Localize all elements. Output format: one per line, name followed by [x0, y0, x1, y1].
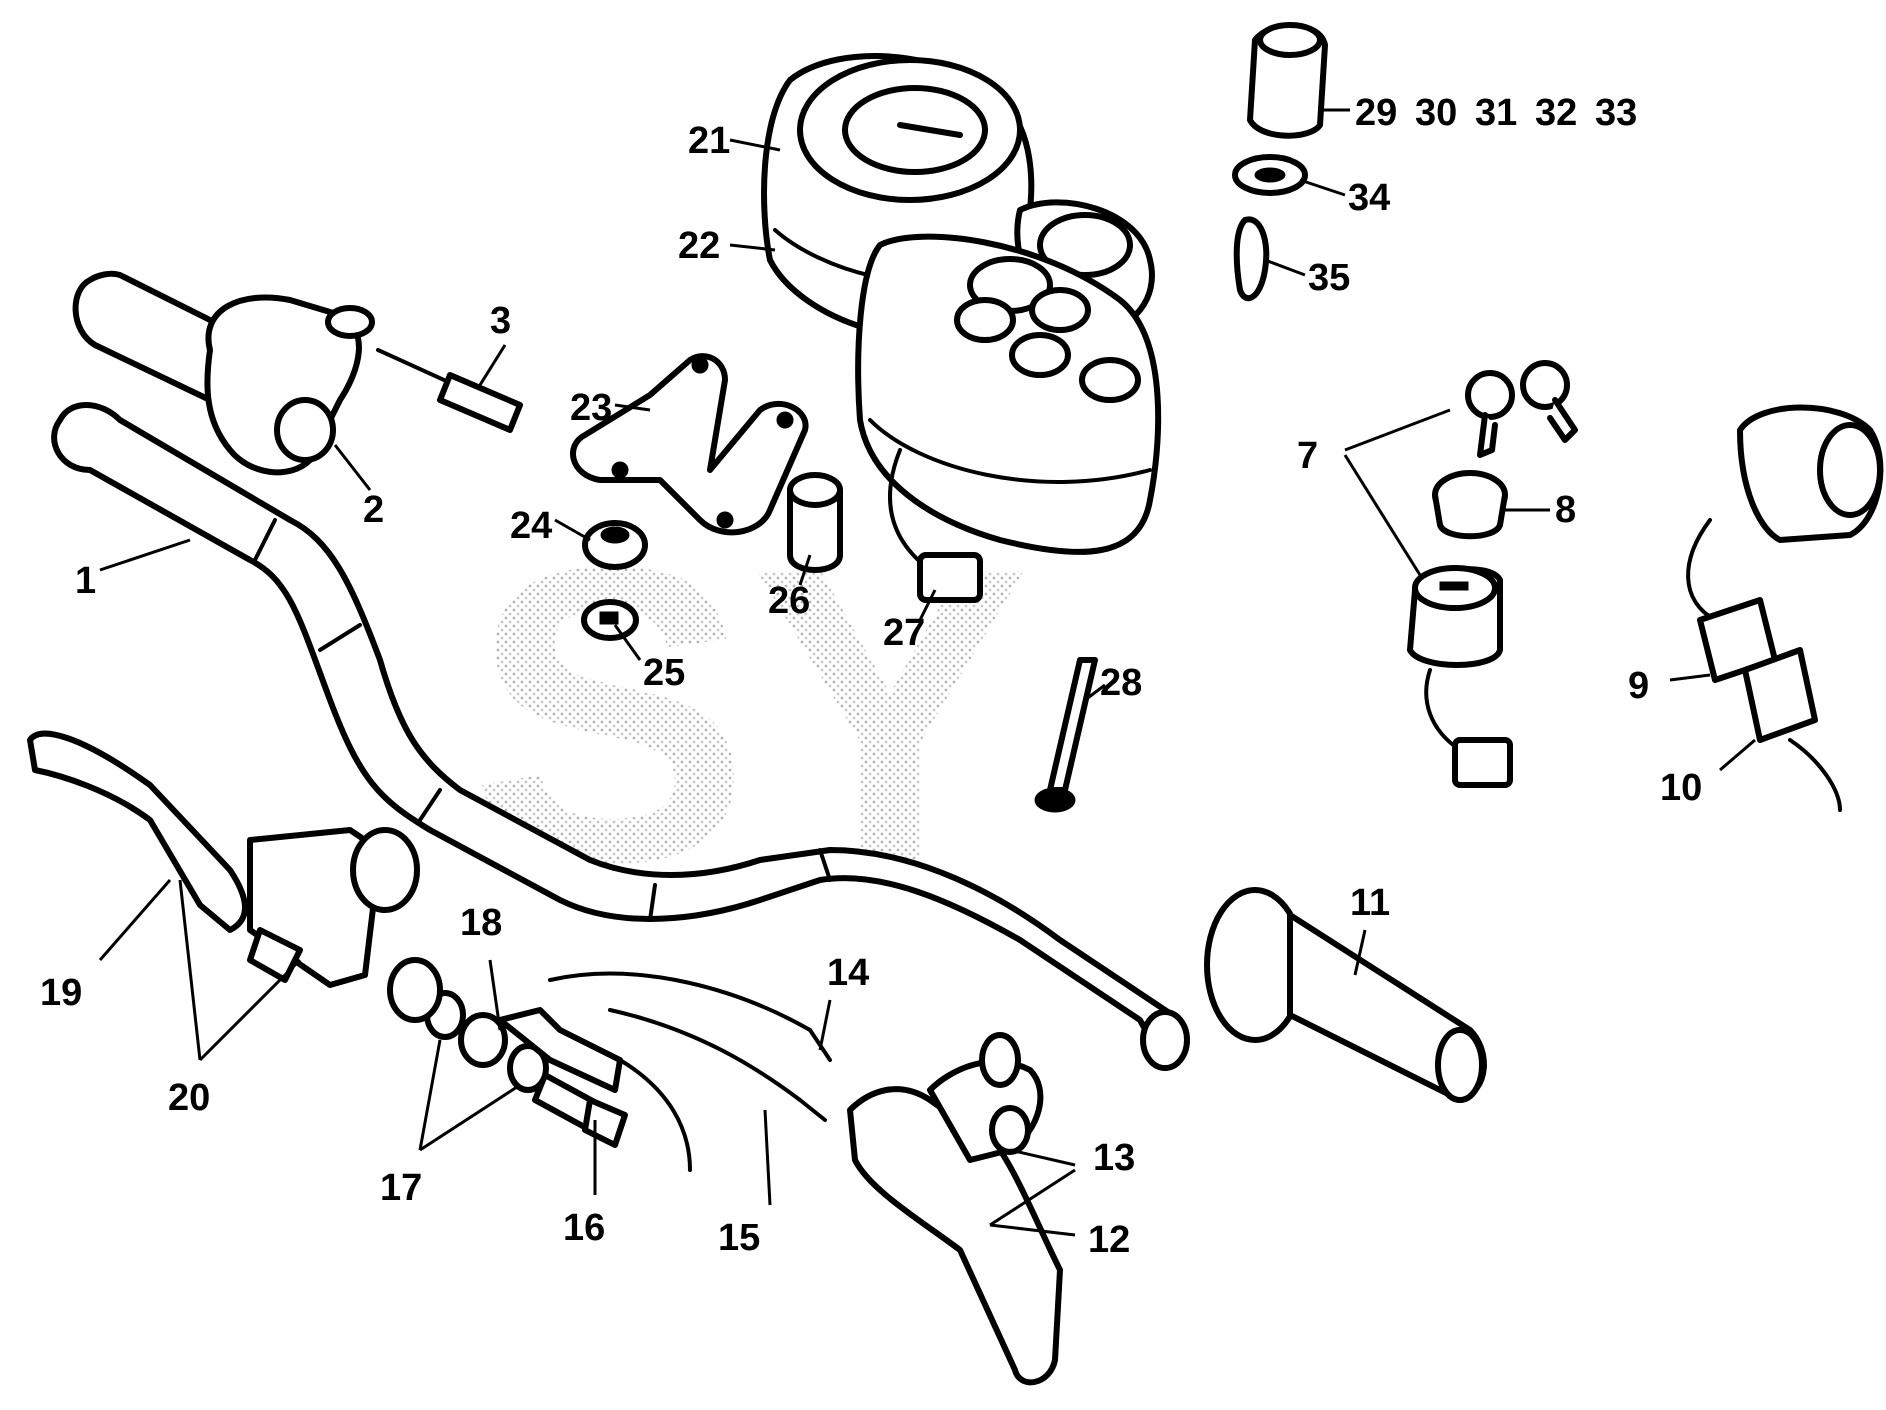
callout-19: 19: [40, 972, 82, 1014]
gasket-ring-part: [1232, 154, 1308, 196]
throttle-cable: [376, 348, 523, 433]
cable-15: [608, 1008, 827, 1122]
nut-part: [581, 599, 639, 641]
callout-labels: 1 2 3 7 8 9 10 11 12 13 14 15 16 17 18 1…: [40, 92, 1702, 1261]
callout-20: 20: [168, 1077, 210, 1119]
master-cylinder: [247, 827, 443, 1023]
callout-13: 13: [1093, 1137, 1135, 1179]
callout-34: 34: [1348, 177, 1390, 219]
screw-part: [1034, 657, 1098, 813]
banjo-bolt: [532, 1072, 628, 1148]
callout-35: 35: [1308, 257, 1350, 299]
ignition-key-1: [1465, 370, 1515, 458]
callout-15: 15: [718, 1217, 760, 1259]
sealing-washers: [424, 990, 549, 1093]
right-grip: [1204, 887, 1487, 1103]
front-brake-lever: [27, 730, 248, 933]
right-switch-housing: [1686, 404, 1884, 812]
grommet-part: [582, 520, 648, 570]
callout-26: 26: [768, 580, 810, 622]
callout-33: 33: [1595, 92, 1637, 134]
callout-10: 10: [1660, 767, 1702, 809]
throttle-assembly: [72, 270, 375, 476]
callout-2: 2: [363, 489, 384, 531]
instrument-bracket: [570, 353, 809, 536]
clip-part: [1233, 216, 1270, 302]
callout-3: 3: [490, 300, 511, 342]
callout-24: 24: [510, 505, 552, 547]
callout-23: 23: [570, 387, 612, 429]
callout-17: 17: [380, 1167, 422, 1209]
callout-21: 21: [688, 120, 730, 162]
ignition-nut-ring: [1432, 470, 1508, 540]
callout-14: 14: [827, 952, 869, 994]
callout-29: 29: [1355, 92, 1397, 134]
ignition-switch: [1407, 565, 1513, 788]
brake-hose: [458, 1007, 692, 1172]
instrument-connector: [888, 448, 983, 603]
indicator-panel: [855, 233, 1162, 555]
callout-32: 32: [1535, 92, 1577, 134]
callout-1: 1: [75, 560, 96, 602]
callout-30: 30: [1415, 92, 1457, 134]
callout-18: 18: [460, 902, 502, 944]
handlebar-part: [51, 402, 1190, 1071]
clutch-lever-assembly: [847, 1032, 1063, 1386]
ignition-key-2: [1520, 360, 1578, 443]
callout-22: 22: [678, 225, 720, 267]
callout-12: 12: [1088, 1219, 1130, 1261]
callout-7: 7: [1297, 435, 1318, 477]
callout-16: 16: [563, 1207, 605, 1249]
leader-lines: [98, 108, 1756, 1237]
callout-8: 8: [1555, 489, 1576, 531]
callout-27: 27: [883, 612, 925, 654]
callout-25: 25: [643, 652, 685, 694]
callout-9: 9: [1628, 665, 1649, 707]
callout-28: 28: [1100, 662, 1142, 704]
callout-11: 11: [1350, 882, 1390, 924]
spacer-part: [787, 472, 843, 573]
callout-31: 31: [1475, 92, 1517, 134]
bulb-part: [1247, 22, 1328, 139]
